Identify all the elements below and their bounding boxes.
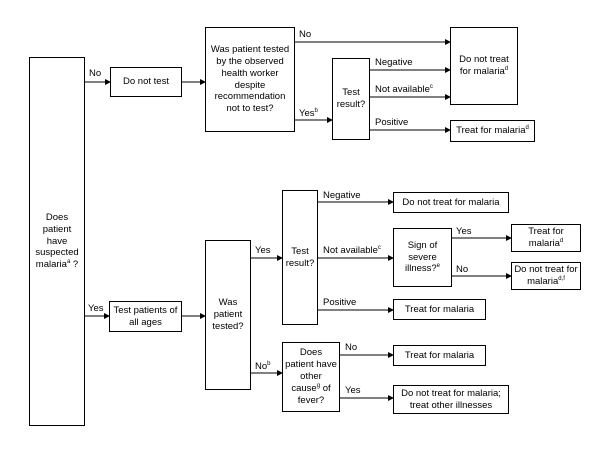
branch-label-no: No: [456, 264, 469, 275]
do-not-test-text: Do not test: [123, 76, 169, 88]
do-not-treat-other-box: Do not treat for malaria; treat other il…: [393, 385, 509, 414]
do-not-treat-top-box: Do not treat for malariad: [450, 27, 518, 105]
treat-severe-box: Treat for malariad: [511, 224, 581, 252]
do-not-treat-other-text: Do not treat for malaria; treat other il…: [401, 387, 501, 411]
tested-despite-text: Was patient tested by the observed healt…: [210, 43, 290, 115]
test-result-mid-box: Test result?: [282, 190, 318, 325]
do-not-test-box: Do not test: [110, 67, 182, 97]
treat-positive-box: Treat for malaria: [393, 299, 486, 320]
branch-label-yes-text: Yes: [299, 108, 315, 119]
treat-severe-text: Treat for malaria: [528, 226, 564, 249]
test-result-mid-text: Test result?: [285, 245, 315, 269]
other-cause-text: Does patient have other cause: [285, 347, 337, 394]
treat-positive-text: Treat for malaria: [404, 303, 475, 315]
footnote-d: d: [525, 124, 529, 131]
branch-label-yes: Yes: [255, 245, 271, 256]
treat-no-other-cause-text: Treat for malaria: [404, 349, 475, 361]
not-available-text: Not available: [375, 84, 430, 95]
suspected-malaria-text: Does patient have suspected malaria: [35, 211, 79, 271]
other-cause-box: Does patient have other causeg of fever?: [282, 342, 340, 412]
branch-label-yes: Yes: [345, 385, 361, 396]
branch-label-negative: Negative: [323, 190, 361, 201]
branch-label-yes: Yes: [456, 226, 472, 237]
footnote-e: e: [436, 263, 441, 270]
branch-label-positive: Positive: [323, 297, 357, 308]
tested-despite-box: Was patient tested by the observed healt…: [205, 27, 295, 132]
other-cause-text-post: of fever?: [297, 382, 331, 406]
branch-label-no-text: No: [255, 361, 268, 372]
branch-label-not-available: Not availablec: [375, 83, 433, 95]
severe-illness-text: Sign of severe illness?: [404, 239, 438, 275]
do-not-treat-top-text: Do not treat for malaria: [459, 54, 509, 77]
footnote-d: d: [504, 65, 509, 72]
branch-label-no: No: [299, 29, 312, 40]
footnote-b: b: [314, 107, 318, 114]
branch-label-yes-b: Yesb: [299, 107, 318, 119]
suspected-malaria-suffix: ?: [70, 259, 79, 271]
treat-top-box: Treat for malariad: [450, 120, 535, 142]
do-not-treat-negative-text: Do not treat for malaria: [402, 196, 500, 208]
not-available-text: Not available: [323, 245, 378, 256]
was-tested-box: Was patient tested?: [205, 240, 251, 390]
do-not-treat-severe-text: Do not treat for malaria: [514, 264, 578, 287]
test-result-top-box: Test result?: [332, 58, 370, 140]
footnote-d: d: [559, 237, 564, 244]
branch-label-yes: Yes: [88, 303, 104, 314]
severe-illness-box: Sign of severe illness?e: [393, 228, 452, 287]
treat-no-other-cause-box: Treat for malaria: [393, 345, 486, 366]
test-all-ages-box: Test patients of all ages: [109, 301, 182, 332]
branch-label-no: No: [89, 68, 102, 79]
was-tested-text: Was patient tested?: [212, 297, 244, 332]
branch-label-no-b: Nob: [255, 360, 271, 372]
branch-label-not-available: Not availablec: [323, 244, 381, 256]
footnote-g: g: [316, 382, 321, 389]
treat-top-text: Treat for malaria: [456, 125, 526, 137]
test-all-ages-text: Test patients of all ages: [113, 304, 178, 328]
footnote-b: b: [267, 360, 271, 367]
footnote-df: d,f: [558, 275, 565, 282]
test-result-top-text: Test result?: [336, 87, 366, 110]
footnote-c: c: [377, 244, 381, 251]
suspected-malaria-box: Does patient have suspected malariaa ?: [29, 57, 85, 426]
branch-label-negative: Negative: [375, 57, 413, 68]
branch-label-no: No: [345, 342, 358, 353]
footnote-c: c: [429, 83, 433, 90]
do-not-treat-severe-box: Do not treat for malariad,f: [511, 262, 581, 290]
do-not-treat-negative-box: Do not treat for malaria: [393, 192, 509, 213]
footnote-a: a: [66, 259, 71, 266]
branch-label-positive: Positive: [375, 117, 409, 128]
